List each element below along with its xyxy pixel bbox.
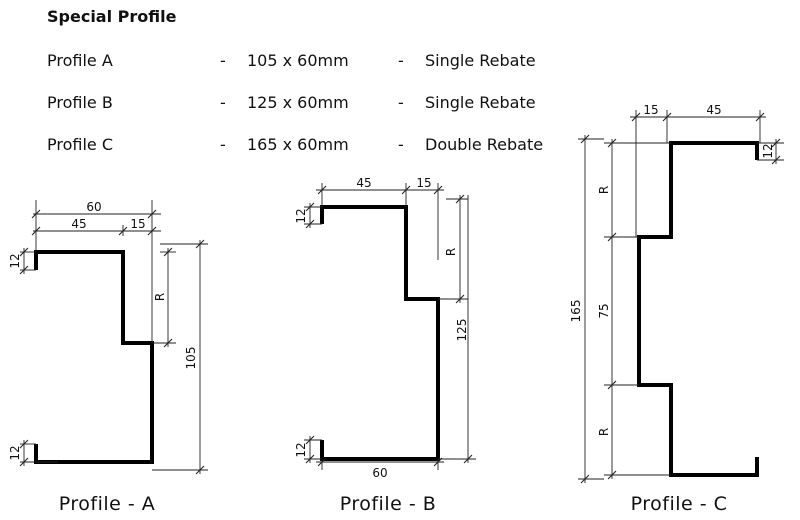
profile-a-caption: Profile - A	[59, 493, 156, 515]
dim-label: R	[153, 293, 167, 301]
spec-size: 125 x 60mm	[247, 93, 349, 112]
spec-dash: -	[398, 93, 404, 112]
profile-a-outline	[34, 250, 154, 464]
dim-label: 12	[294, 208, 308, 223]
spec-type: Single Rebate	[425, 51, 536, 70]
dim-label: 125	[455, 319, 469, 342]
profile-c-outline	[637, 141, 759, 477]
profile-b-caption: Profile - B	[340, 493, 437, 515]
dim-label: 12	[8, 253, 22, 268]
dim-label: 15	[643, 103, 658, 117]
spec-dash: -	[220, 135, 226, 154]
spec-size: 165 x 60mm	[247, 135, 349, 154]
dim-label: 75	[597, 303, 611, 318]
spec-name: Profile C	[47, 135, 114, 154]
spec-name: Profile A	[47, 51, 113, 70]
dim-label: R	[597, 186, 611, 194]
dim-label: 105	[184, 347, 198, 370]
profile-c: 15 45 12 R 75 R 165 Profile - C	[569, 103, 784, 515]
dim-label: 12	[294, 442, 308, 457]
dim-label: 60	[372, 466, 387, 480]
spec-dash: -	[220, 93, 226, 112]
dim-label: R	[597, 428, 611, 436]
dim-label: 45	[71, 217, 86, 231]
dim-label: R	[444, 248, 458, 256]
dim-label: 15	[416, 176, 431, 190]
dim-label: 165	[569, 300, 583, 323]
dim-label: 45	[706, 103, 721, 117]
page-title: Special Profile	[47, 7, 177, 26]
spec-type: Single Rebate	[425, 93, 536, 112]
spec-dash: -	[398, 51, 404, 70]
dim-label: 15	[130, 217, 145, 231]
profile-a: 60 45 15 12 12 R 105 Profile - A	[8, 200, 208, 515]
spec-type: Double Rebate	[425, 135, 544, 154]
spec-dash: -	[398, 135, 404, 154]
spec-size: 105 x 60mm	[247, 51, 349, 70]
spec-name: Profile B	[47, 93, 113, 112]
profile-b-outline	[320, 205, 440, 461]
profile-c-caption: Profile - C	[631, 493, 728, 515]
dim-label: 60	[86, 200, 101, 214]
spec-dash: -	[220, 51, 226, 70]
dim-label: 12	[8, 445, 22, 460]
dim-label: 12	[761, 143, 775, 158]
dim-label: 45	[356, 176, 371, 190]
profile-b: 45 15 12 12 R 125 60 Profile - B	[294, 176, 476, 515]
